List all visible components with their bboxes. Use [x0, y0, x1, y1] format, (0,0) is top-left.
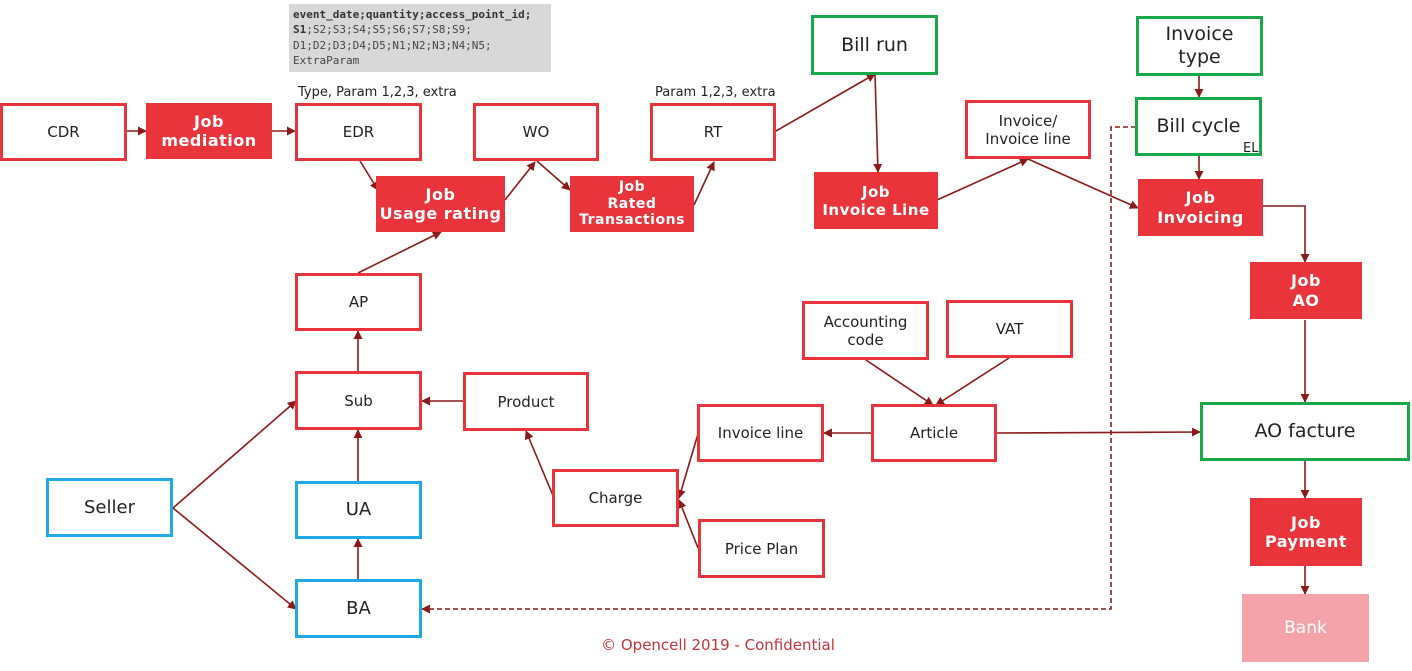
node-job-invoicing[interactable]: Job Invoicing	[1138, 179, 1263, 236]
node-invoice-type[interactable]: Invoice type	[1136, 16, 1263, 76]
node-bank[interactable]: Bank	[1242, 594, 1369, 662]
node-rt[interactable]: RT	[650, 103, 776, 161]
node-ao-facture[interactable]: AO facture	[1200, 402, 1410, 461]
footer-confidential: © Opencell 2019 - Confidential	[0, 636, 1412, 654]
edge-bill-run-job-invoice-line	[873, 73, 883, 173]
node-sub[interactable]: Sub	[295, 371, 422, 430]
el-label: EL	[1243, 141, 1259, 156]
node-ap[interactable]: AP	[295, 273, 422, 331]
edge-wo-job-rated-transactions	[536, 160, 571, 191]
note-line-4: ExtraParam	[293, 54, 360, 68]
edge-charge-product	[524, 430, 555, 499]
edge-vat-article	[935, 357, 1010, 406]
edge-job-usage-rating-wo	[504, 161, 536, 201]
node-product[interactable]: Product	[463, 372, 589, 431]
edge-invoice-line-charge	[676, 433, 699, 499]
edge-seller-sub	[172, 400, 297, 509]
edge-edr-job-usage-rating	[359, 160, 379, 191]
edge-invoice-job-invoicing	[1027, 158, 1139, 209]
node-invoice-line[interactable]: Invoice line	[697, 404, 824, 462]
node-accounting-code[interactable]: Accounting code	[802, 301, 929, 360]
edge-ap-job-usage-rating	[357, 231, 442, 274]
node-ua[interactable]: UA	[295, 481, 422, 539]
node-charge[interactable]: Charge	[552, 469, 679, 527]
rt-params-label: Param 1,2,3, extra	[655, 85, 776, 100]
edge-article-ao-facture	[996, 427, 1201, 437]
node-job-ao[interactable]: Job AO	[1250, 262, 1362, 319]
node-bill-run[interactable]: Bill run	[811, 15, 938, 75]
event-format-note: event_date;quantity;access_point_id; S1;…	[289, 4, 551, 72]
note-line-3: D1;D2;D3;D4;D5;N1;N2;N3;N4;N5;	[293, 38, 492, 52]
node-cdr[interactable]: CDR	[0, 103, 127, 161]
node-job-payment[interactable]: Job Payment	[1250, 498, 1362, 566]
edge-rt-bill-run	[775, 73, 876, 132]
node-wo[interactable]: WO	[473, 103, 599, 161]
footer-text: © Opencell 2019 - Confidential	[601, 636, 835, 654]
note-line-2-bold: S1	[293, 23, 307, 37]
node-job-mediation[interactable]: Job mediation	[146, 103, 272, 159]
edge-bill-cycle-ba-dashed	[421, 126, 1136, 614]
node-price-plan[interactable]: Price Plan	[698, 519, 825, 578]
node-job-rated-transactions[interactable]: Job Rated Transactions	[570, 176, 694, 232]
edge-job-rated-transactions-rt	[693, 161, 715, 206]
edge-job-invoicing-job-ao	[1263, 205, 1310, 263]
node-article[interactable]: Article	[871, 404, 997, 462]
edr-params-label: Type, Param 1,2,3, extra	[298, 85, 457, 100]
node-seller[interactable]: Seller	[46, 478, 173, 537]
node-job-usage-rating[interactable]: Job Usage rating	[376, 176, 505, 232]
node-vat[interactable]: VAT	[946, 300, 1073, 358]
note-line-2: ;S2;S3;S4;S5;S6;S7;S8;S9;	[306, 23, 472, 37]
note-line-1: event_date;quantity;access_point_id;	[293, 8, 532, 21]
node-job-invoice-line[interactable]: Job Invoice Line	[814, 172, 938, 229]
node-edr[interactable]: EDR	[295, 103, 422, 161]
edge-job-invoice-line-invoice	[936, 158, 1029, 201]
node-bill-cycle[interactable]: Bill cycle	[1135, 97, 1262, 156]
edge-accounting-code-article	[865, 359, 934, 406]
node-ba[interactable]: BA	[295, 579, 422, 638]
edge-price-plan-charge	[677, 499, 699, 549]
edge-seller-ba	[172, 507, 297, 610]
node-invoice-invoice-line[interactable]: Invoice/ Invoice line	[965, 100, 1091, 159]
